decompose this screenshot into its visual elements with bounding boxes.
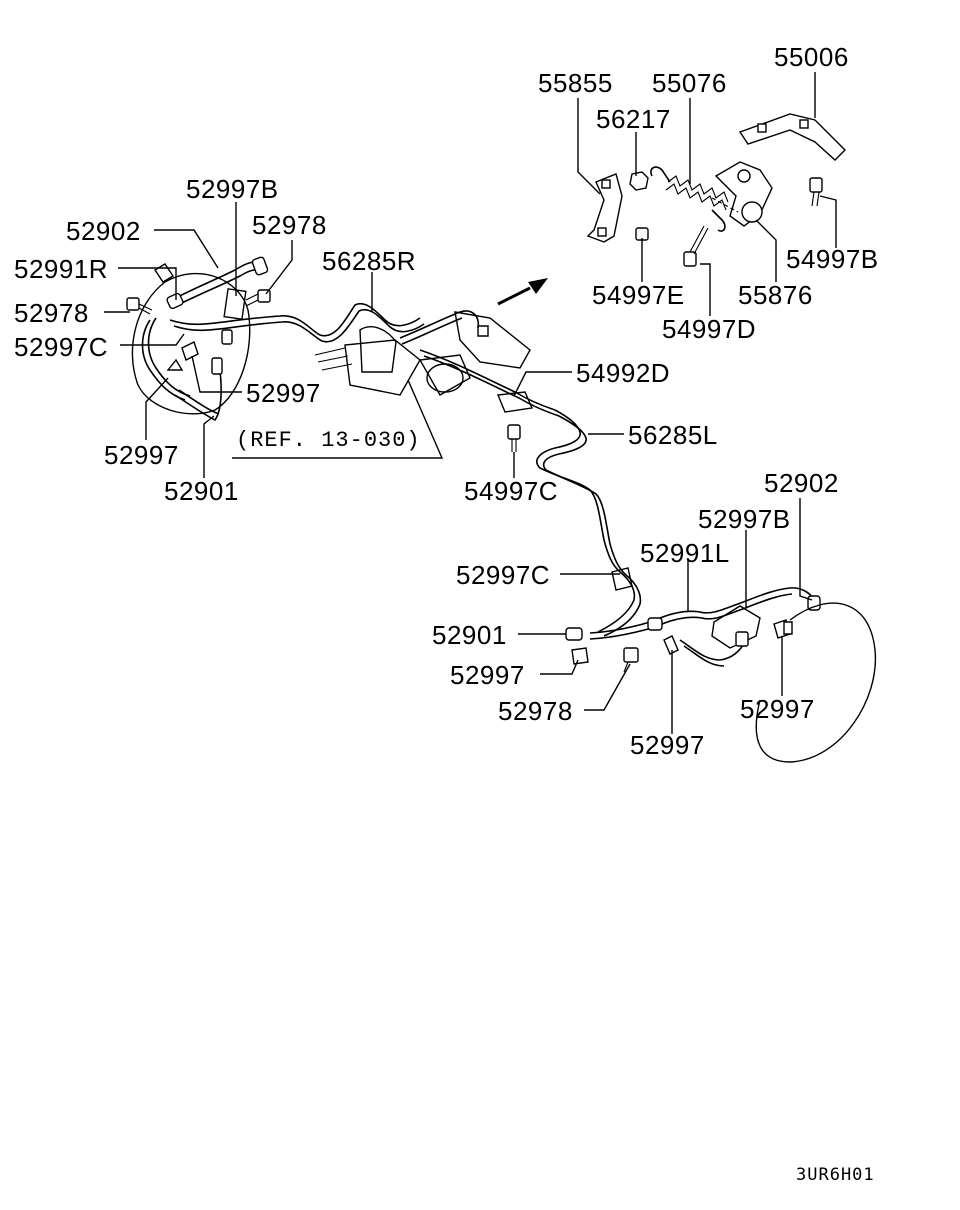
label-52902-left: 52902 bbox=[66, 216, 141, 246]
label-52997B-right: 52997B bbox=[698, 504, 791, 534]
label-52978-right: 52978 bbox=[498, 696, 573, 726]
label-52997-r1: 52997 bbox=[450, 660, 525, 690]
nut-56217 bbox=[629, 171, 649, 191]
right-clip-52997-a bbox=[571, 647, 589, 665]
right-backing-plate bbox=[755, 602, 877, 763]
left-hose-end-fitting bbox=[251, 256, 269, 276]
label-52901-right: 52901 bbox=[432, 620, 507, 650]
left-bolt-52978 bbox=[126, 297, 153, 315]
direction-arrow bbox=[497, 278, 548, 306]
left-brake-pipe-52901 bbox=[174, 369, 222, 422]
parts-artwork bbox=[126, 113, 877, 763]
left-bracket-52997B bbox=[223, 288, 247, 320]
label-54992D: 54992D bbox=[576, 358, 670, 388]
left-clip-52997 bbox=[181, 341, 199, 361]
label-54997D: 54997D bbox=[662, 314, 756, 344]
right-flex-hose-52901 bbox=[565, 617, 663, 641]
label-54997C: 54997C bbox=[464, 476, 558, 506]
label-55855: 55855 bbox=[538, 68, 613, 98]
part-labels: 55006 55855 55076 56217 54997B 54997E 55… bbox=[14, 42, 879, 1185]
label-52997-r3: 52997 bbox=[740, 694, 815, 724]
label-52978-top: 52978 bbox=[252, 210, 327, 240]
bracket-55006 bbox=[738, 113, 846, 161]
label-56285R: 56285R bbox=[322, 246, 416, 276]
center-valve-assembly bbox=[314, 310, 560, 417]
label-52991L: 52991L bbox=[640, 538, 730, 568]
left-flex-hose bbox=[171, 261, 261, 301]
spring-55076 bbox=[650, 166, 729, 232]
label-56217: 56217 bbox=[596, 104, 671, 134]
label-52991R: 52991R bbox=[14, 254, 108, 284]
bolt-54997D bbox=[683, 225, 709, 267]
label-52978-left: 52978 bbox=[14, 298, 89, 328]
bolt-54997C bbox=[507, 424, 521, 452]
label-52997-r2: 52997 bbox=[630, 730, 705, 760]
label-54997E: 54997E bbox=[592, 280, 685, 310]
right-bolt-52978 bbox=[623, 647, 639, 673]
label-54997B: 54997B bbox=[786, 244, 879, 274]
leader-lines bbox=[104, 72, 837, 734]
right-pipe-52991L bbox=[659, 587, 815, 619]
label-52997C-right: 52997C bbox=[456, 560, 550, 590]
label-52997-left: 52997 bbox=[104, 440, 179, 470]
main-pipe-56285R bbox=[169, 302, 421, 337]
label-52997-mid: 52997 bbox=[246, 378, 321, 408]
center-bracket-54992D bbox=[454, 311, 531, 369]
label-ref-13-030: (REF. 13-030) bbox=[236, 428, 421, 453]
label-55876: 55876 bbox=[738, 280, 813, 310]
bracket-55855 bbox=[586, 173, 623, 243]
label-56285L: 56285L bbox=[628, 420, 718, 450]
label-55006: 55006 bbox=[774, 42, 849, 72]
cable-guide-55876 bbox=[711, 161, 773, 227]
right-clip-52997-b bbox=[663, 635, 679, 655]
bolt-54997B bbox=[809, 177, 823, 207]
label-52997B-left: 52997B bbox=[186, 174, 279, 204]
diagram-code: 3UR6H01 bbox=[796, 1165, 875, 1185]
right-bracket-52997B bbox=[711, 605, 761, 649]
label-52901-left: 52901 bbox=[164, 476, 239, 506]
label-52997C-left: 52997C bbox=[14, 332, 108, 362]
label-55076: 55076 bbox=[652, 68, 727, 98]
right-clip-52997C bbox=[611, 567, 633, 591]
label-52902-right: 52902 bbox=[764, 468, 839, 498]
